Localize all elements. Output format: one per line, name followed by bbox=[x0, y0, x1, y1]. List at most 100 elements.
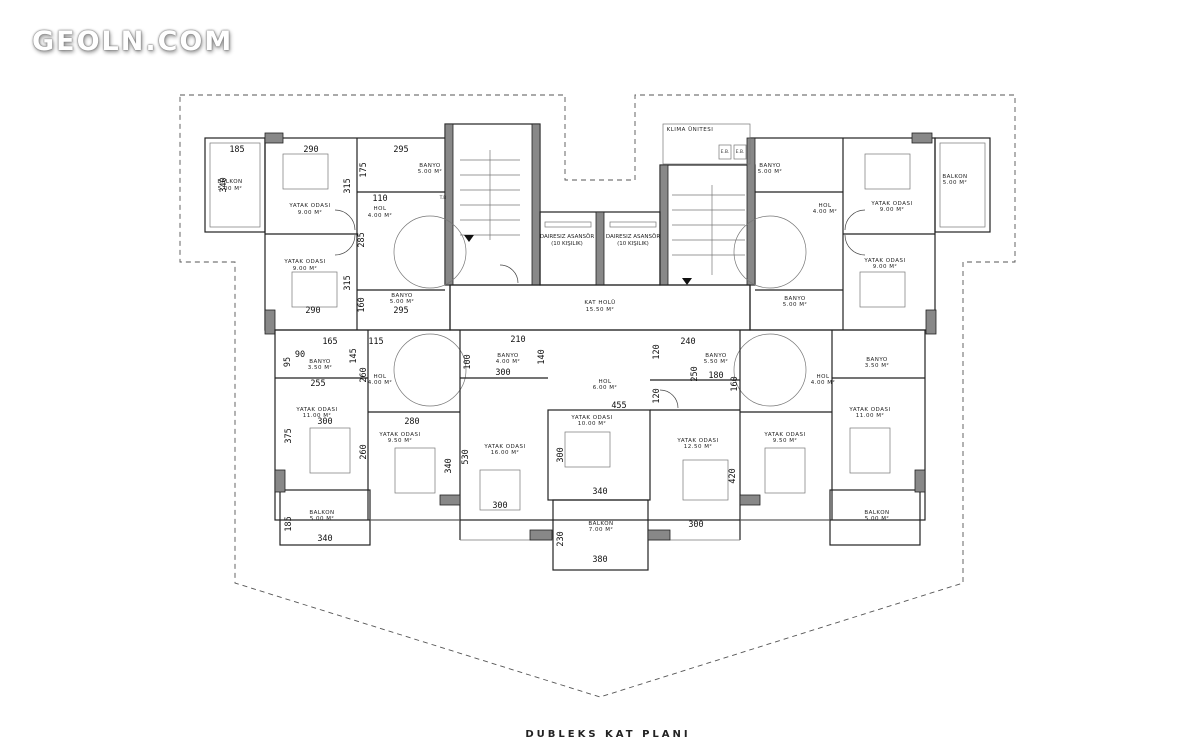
eb-tag: E.B. bbox=[736, 149, 745, 155]
room-name: BALKON bbox=[588, 521, 613, 527]
room-name: BANYO bbox=[705, 353, 727, 359]
room-name: HOL bbox=[598, 379, 611, 385]
room-name: BALKON bbox=[864, 510, 889, 516]
balcony-bottom-right bbox=[829, 489, 921, 546]
dimension: 420 bbox=[728, 468, 738, 483]
dimension: 280 bbox=[404, 417, 419, 427]
dimension: 160 bbox=[357, 297, 367, 312]
room-name: YATAK ODASI bbox=[870, 201, 912, 207]
room-area: 4.00 M² bbox=[813, 208, 837, 215]
room-area: 16.00 M² bbox=[491, 449, 519, 456]
dimension: 300 bbox=[495, 368, 510, 378]
dimension: 315 bbox=[343, 178, 353, 193]
room-name: BANYO bbox=[759, 163, 781, 169]
room-name: BALKON bbox=[217, 179, 242, 185]
room-name: YATAK ODASI bbox=[378, 432, 420, 438]
klima-unit-area bbox=[662, 123, 751, 165]
room-area: 12.50 M² bbox=[684, 443, 712, 450]
room-area: 4.00 M² bbox=[496, 358, 520, 365]
dimension: 95 bbox=[283, 357, 293, 367]
room-area: 4.00 M² bbox=[368, 379, 392, 386]
dimension: 455 bbox=[611, 401, 626, 411]
room-area: 5.00 M² bbox=[758, 168, 782, 175]
stair-down-arrow-icon bbox=[464, 235, 474, 242]
dimension: 375 bbox=[284, 428, 294, 443]
room-area: 11.00 M² bbox=[856, 412, 884, 419]
dimension: 140 bbox=[537, 349, 547, 364]
dimension: 260 bbox=[359, 367, 369, 382]
dimension: 180 bbox=[708, 371, 723, 381]
room-area: 9.00 M² bbox=[293, 265, 317, 272]
room-area: 6.00 M² bbox=[593, 384, 617, 391]
eb-tag: E.B. bbox=[721, 149, 730, 155]
dimension: 285 bbox=[357, 232, 367, 247]
dimension: 165 bbox=[322, 337, 337, 347]
room-name: YATAK ODASI bbox=[283, 259, 325, 265]
room-name: BANYO bbox=[497, 353, 519, 359]
dimension: 100 bbox=[463, 354, 473, 369]
room-area: 10.00 M² bbox=[578, 420, 606, 427]
dimension: 340 bbox=[592, 487, 607, 497]
dimension: 145 bbox=[349, 348, 359, 363]
dimension: 185 bbox=[284, 516, 294, 531]
room-area: 5.00 M² bbox=[783, 301, 807, 308]
dimension: 300 bbox=[688, 520, 703, 530]
dimension: 530 bbox=[461, 449, 471, 464]
room-area: 9.00 M² bbox=[298, 209, 322, 216]
room-area: 5.00 M² bbox=[310, 515, 334, 522]
dimension: 295 bbox=[393, 145, 408, 155]
room-name: HOL bbox=[818, 203, 831, 209]
room-name: BALKON bbox=[309, 510, 334, 516]
room-area: 3.50 M² bbox=[308, 364, 332, 371]
dimension: 160 bbox=[730, 376, 740, 391]
room-name: BANYO bbox=[866, 357, 888, 363]
watermark-logo: GEOLN.COM bbox=[32, 26, 234, 57]
room-name: BALKON bbox=[942, 174, 967, 180]
room-area: 15.50 M² bbox=[586, 306, 614, 313]
dimension: 115 bbox=[368, 337, 383, 347]
dimension: 290 bbox=[305, 306, 320, 316]
lower-units bbox=[274, 329, 926, 521]
room-area: 5.00 M² bbox=[218, 185, 242, 192]
dimension: 90 bbox=[295, 350, 305, 360]
room-name: HOL bbox=[373, 374, 386, 380]
plan-title: DUBLEKS KAT PLANI bbox=[525, 729, 690, 740]
room-labels: BALKON 5.00 M² YATAK ODASI 9.00 M² YATAK… bbox=[217, 126, 967, 533]
dimension: 260 bbox=[359, 444, 369, 459]
room-name: BANYO bbox=[309, 359, 331, 365]
dimension: 380 bbox=[592, 555, 607, 565]
dimension: 340 bbox=[317, 534, 332, 544]
room-name: HOL bbox=[816, 374, 829, 380]
room-name: BANYO bbox=[419, 163, 441, 169]
room-name: KLIMA ÜNITESI bbox=[667, 126, 714, 133]
dimension: 230 bbox=[556, 531, 566, 546]
dimension: 255 bbox=[310, 379, 325, 389]
room-area: 3.50 M² bbox=[865, 362, 889, 369]
dimension: 290 bbox=[303, 145, 318, 155]
room-area: (10 KIŞILIK) bbox=[551, 241, 583, 247]
room-area: 5.00 M² bbox=[390, 298, 414, 305]
room-name: YATAK ODASI bbox=[483, 444, 525, 450]
room-area: 9.50 M² bbox=[773, 437, 797, 444]
dimension: 300 bbox=[492, 501, 507, 511]
dimension: 175 bbox=[359, 162, 369, 177]
dimension: 110 bbox=[372, 194, 387, 204]
room-name: HOL bbox=[373, 206, 386, 212]
room-name: BANYO bbox=[784, 296, 806, 302]
dimension: 240 bbox=[680, 337, 695, 347]
room-area: 4.00 M² bbox=[368, 212, 392, 219]
balcony-bottom-left bbox=[279, 489, 371, 546]
room-area: (10 KIŞILIK) bbox=[617, 241, 649, 247]
room-name: BANYO bbox=[391, 293, 413, 299]
room-area: 9.00 M² bbox=[873, 263, 897, 270]
room-area: 7.00 M² bbox=[589, 526, 613, 533]
room-area: 4.00 M² bbox=[811, 379, 835, 386]
room-name: YATAK ODASI bbox=[863, 258, 905, 264]
tb-tag: T.B bbox=[439, 195, 447, 201]
room-area: 5.00 M² bbox=[865, 515, 889, 522]
room-area: 11.00 M² bbox=[303, 412, 331, 419]
dimension-labels: 185 290 295 340 175 315 110 285 315 160 … bbox=[219, 145, 740, 565]
stair-down-arrow-icon bbox=[682, 278, 692, 285]
room-name: YATAK ODASI bbox=[763, 432, 805, 438]
